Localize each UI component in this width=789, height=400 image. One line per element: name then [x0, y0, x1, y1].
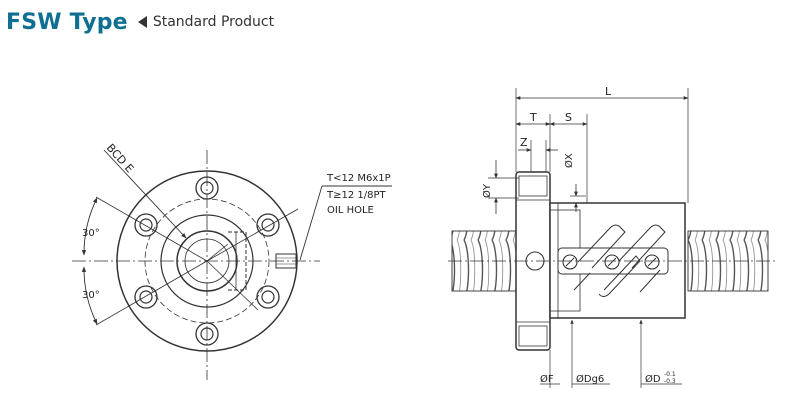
bolt-hole-bottom: [195, 322, 219, 346]
return-tube-3: [617, 224, 666, 269]
radial-line-upper-right: [206, 208, 299, 262]
nut-body-circle: [160, 214, 254, 308]
radial-line-lower: [95, 260, 208, 326]
oil-hole-plug: [275, 253, 297, 269]
oil-hole-leader-line: [299, 185, 323, 261]
angle-label-bottom: 30°: [82, 290, 100, 301]
band-screw-1-slot: [565, 257, 575, 267]
bolt-hole-lower-left: [134, 285, 158, 309]
flange-bolt-top: [518, 175, 548, 197]
angle-arc-bottom: [81, 266, 98, 325]
dim-label-D-tol-upper: -0.1: [664, 371, 676, 378]
dim-label-F: ØF: [540, 373, 554, 385]
front-view: [72, 149, 392, 380]
bolt-hole-bottom-inner: [200, 327, 214, 341]
bolt-hole-top-inner: [200, 181, 214, 195]
page-subtitle: Standard Product: [137, 14, 275, 30]
flange-bolt-bottom: [518, 325, 548, 347]
bolt-hole-upper-right: [256, 213, 280, 237]
flange-outer-circle: [116, 170, 298, 352]
angle-label-top: 30°: [82, 228, 100, 239]
radial-line-upper: [95, 196, 208, 262]
band-screw-3-slot: [647, 257, 657, 267]
bolt-hole-upper-right-inner: [261, 218, 275, 232]
dim-label-S: S: [565, 111, 572, 124]
bcd-label: BCD E: [104, 141, 136, 175]
page-header: FSW Type Standard Product: [6, 6, 274, 38]
screw-outer-circle: [176, 230, 238, 292]
bolt-hole-lower-left-inner: [139, 290, 153, 304]
screw-root-circle: [184, 238, 230, 284]
radial-line-inner: [206, 243, 229, 262]
oil-hole-spec-1: T<12 M6x1P: [326, 173, 391, 184]
dim-label-Dg6: ØDg6: [576, 373, 604, 385]
bolt-hole-lower-right: [256, 285, 280, 309]
dim-label-Z: Z: [520, 136, 528, 149]
bolt-hole-upper-left: [134, 213, 158, 237]
angle-arc-top: [81, 197, 98, 256]
bolt-hole-top: [195, 176, 219, 200]
bolt-holes: [134, 176, 280, 346]
dim-label-D: ØD: [645, 373, 661, 385]
side-view: [448, 88, 776, 388]
dim-label-Y: ØY: [481, 183, 493, 198]
band-screw-2-slot: [607, 257, 617, 267]
page-title: FSW Type: [6, 9, 128, 35]
return-tube-lines: [573, 269, 661, 293]
bolt-hole-lower-right-inner: [261, 290, 275, 304]
return-tube-1: [577, 224, 626, 269]
dim-label-L: L: [605, 85, 612, 98]
dim-label-T: T: [529, 111, 537, 124]
subtitle-text: Standard Product: [152, 14, 275, 30]
triangle-left-icon: [137, 16, 147, 28]
return-tube-2: [598, 255, 641, 297]
oil-hole-spec-2: T≥12 1/8PT: [326, 190, 387, 201]
bolt-hole-upper-left-inner: [139, 218, 153, 232]
oil-hole-label: OIL HOLE: [327, 205, 374, 216]
dim-label-X: ØX: [563, 153, 575, 168]
dim-label-D-tol-lower: -0.3: [664, 378, 676, 385]
radial-line-lower-right: [206, 260, 259, 311]
bcd-leader-line: [103, 149, 187, 239]
